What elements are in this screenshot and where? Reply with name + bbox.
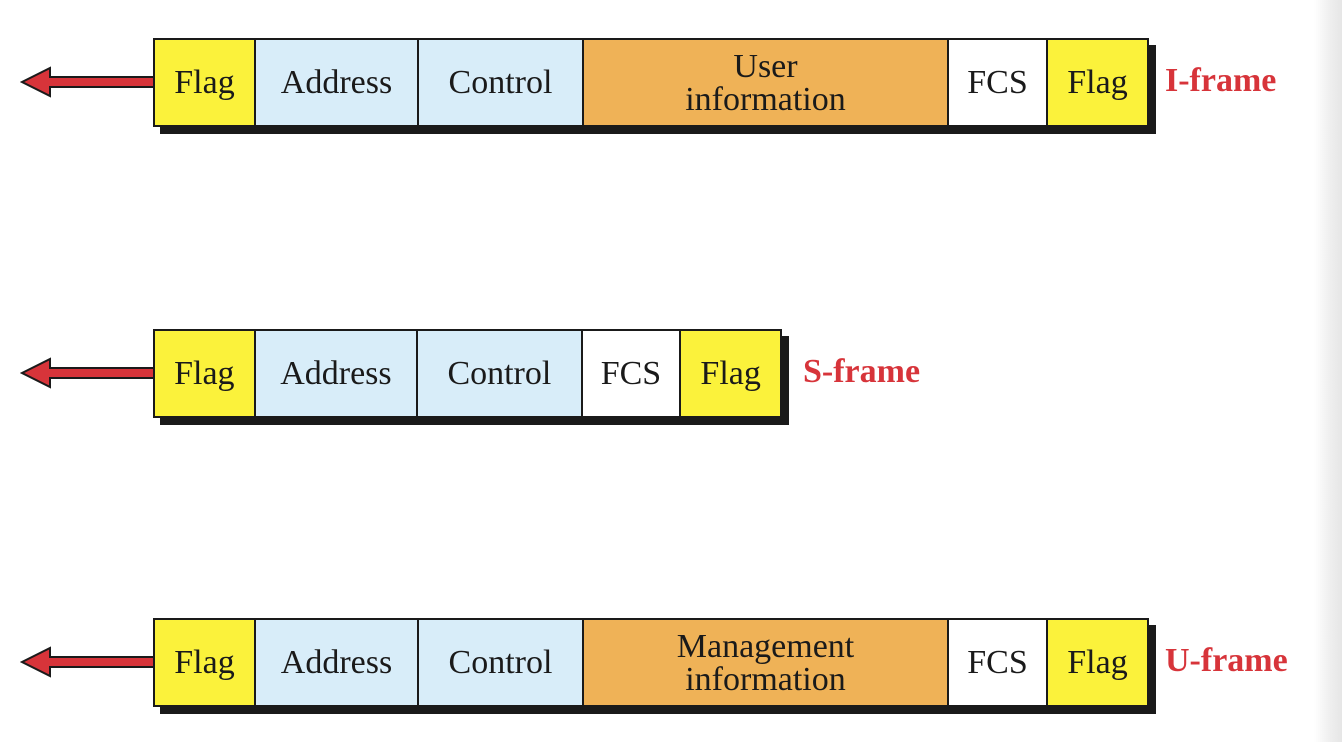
address-field: Address [256,620,419,705]
address-label: Address [280,64,393,101]
fcs-field: FCS [949,40,1048,125]
u-frame-label: U-frame [1165,642,1288,679]
left-arrow-icon [20,357,155,389]
s-frame-diagram: Flag Address Control FCS Flag [153,329,782,418]
i-frame-label: I-frame [1165,62,1277,99]
flag-start-field: Flag [155,40,256,125]
i-frame-row: Flag Address Control User information FC… [0,38,1342,138]
flag-end-field: Flag [681,331,780,416]
left-arrow-icon [20,646,155,678]
fcs-label: FCS [600,355,662,392]
flag-start-label: Flag [174,644,235,681]
user-information-label: User information [685,47,846,118]
address-field: Address [255,331,419,416]
flag-start-label: Flag [174,64,235,101]
flag-start-field: Flag [155,331,256,416]
fcs-label: FCS [967,64,1028,101]
s-frame-label: S-frame [803,353,921,390]
flag-start-label: Flag [174,355,235,392]
control-label: Control [447,355,552,392]
address-label: Address [280,644,393,681]
management-information-label: Management information [676,627,855,698]
page-edge-shadow [1314,0,1342,742]
address-label: Address [280,355,392,392]
flag-start-field: Flag [155,620,256,705]
user-information-field: User information [584,40,949,125]
left-arrow-icon [20,66,155,98]
fcs-field: FCS [582,331,682,416]
control-label: Control [448,644,553,681]
i-frame-diagram: Flag Address Control User information FC… [153,38,1149,127]
management-information-field: Management information [584,620,949,705]
fcs-label: FCS [967,644,1028,681]
flag-end-label: Flag [1067,644,1128,681]
fcs-field: FCS [949,620,1048,705]
u-frame-row: Flag Address Control Management informat… [0,618,1342,718]
s-frame-row: Flag Address Control FCS Flag S-frame [0,329,1342,429]
control-field: Control [419,40,584,125]
flag-end-field: Flag [1048,620,1147,705]
flag-end-label: Flag [700,355,761,392]
control-field: Control [418,331,583,416]
control-field: Control [419,620,584,705]
flag-end-label: Flag [1067,64,1128,101]
flag-end-field: Flag [1048,40,1147,125]
control-label: Control [448,64,553,101]
address-field: Address [256,40,419,125]
u-frame-diagram: Flag Address Control Management informat… [153,618,1149,707]
